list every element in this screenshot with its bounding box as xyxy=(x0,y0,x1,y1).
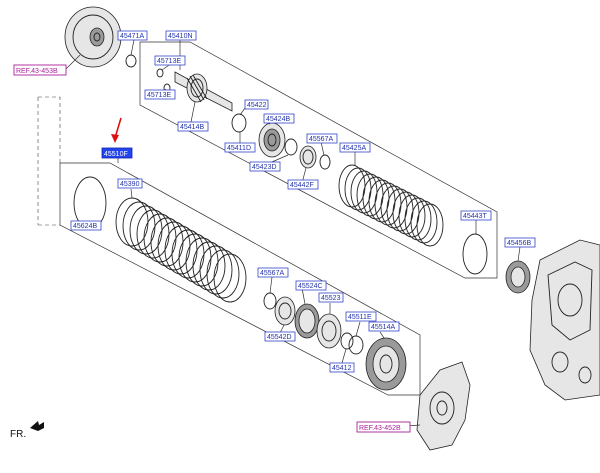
label-45443t[interactable]: 45443T xyxy=(460,210,492,221)
svg-text:45624B: 45624B xyxy=(73,223,97,230)
label-45412[interactable]: 45412 xyxy=(329,362,355,373)
svg-text:45713E: 45713E xyxy=(147,92,171,99)
clutch-pack-45425a xyxy=(338,164,444,247)
svg-text:45410N: 45410N xyxy=(168,33,193,40)
svg-text:45390: 45390 xyxy=(120,181,140,188)
label-45422[interactable]: 45422 xyxy=(244,99,269,110)
hub-45424b xyxy=(258,122,286,158)
svg-text:45424B: 45424B xyxy=(266,116,290,123)
svg-text:45414B: 45414B xyxy=(180,124,204,131)
label-45456b[interactable]: 45456B xyxy=(504,237,536,248)
label-45390[interactable]: 45390 xyxy=(117,178,143,189)
svg-text:45443T: 45443T xyxy=(463,213,487,220)
svg-text:45423D: 45423D xyxy=(252,164,277,171)
transmission-case xyxy=(529,239,600,401)
label-45510f[interactable]: 45510F xyxy=(101,147,133,159)
svg-text:45456B: 45456B xyxy=(507,240,531,247)
label-45424b[interactable]: 45424B xyxy=(263,113,295,124)
svg-text:45422: 45422 xyxy=(247,102,267,109)
svg-text:45510F: 45510F xyxy=(104,151,128,158)
clip-45713e-a xyxy=(156,68,164,78)
svg-text:45471A: 45471A xyxy=(120,33,144,40)
upper-group-outline xyxy=(139,41,498,279)
ref-label-bottom[interactable]: REF.43-452B xyxy=(356,421,411,433)
label-45425a[interactable]: 45425A xyxy=(339,142,371,153)
label-45567a-lower[interactable]: 45567A xyxy=(257,267,289,278)
svg-text:45713E: 45713E xyxy=(157,58,181,65)
ring-45411d xyxy=(231,113,247,133)
ring-45567a-lower xyxy=(263,292,277,310)
svg-text:45567A: 45567A xyxy=(309,136,333,143)
snap-ring-45443t xyxy=(462,233,488,275)
svg-text:45425A: 45425A xyxy=(342,145,366,152)
label-45524c[interactable]: 45524C xyxy=(295,280,327,291)
svg-text:REF.43-453B: REF.43-453B xyxy=(16,68,58,75)
svg-text:45542D: 45542D xyxy=(267,334,292,341)
hub-45523 xyxy=(316,313,342,349)
ring-45567a-upper xyxy=(319,154,331,170)
svg-text:45511E: 45511E xyxy=(348,314,372,321)
svg-text:REF.43-452B: REF.43-452B xyxy=(359,425,401,432)
svg-text:45442F: 45442F xyxy=(290,182,314,189)
ring-45412 xyxy=(340,332,354,350)
label-45514a[interactable]: 45514A xyxy=(368,321,400,332)
gear-45456b xyxy=(505,260,531,294)
gear-45514a xyxy=(365,337,407,391)
label-45523[interactable]: 45523 xyxy=(318,292,344,303)
hub-assembly-top xyxy=(64,6,122,68)
bearing-45442f xyxy=(299,145,317,169)
label-45423d[interactable]: 45423D xyxy=(249,161,281,172)
label-45624b[interactable]: 45624B xyxy=(70,220,102,231)
front-arrow-icon xyxy=(30,421,44,431)
ref-label-top[interactable]: REF.43-453B xyxy=(13,64,67,76)
housing-bottom xyxy=(416,361,471,451)
svg-text:45411D: 45411D xyxy=(227,145,251,152)
svg-text:45412: 45412 xyxy=(332,365,352,372)
ring-45423d xyxy=(284,138,298,156)
highlight-arrow xyxy=(111,117,122,143)
label-45567a-upper[interactable]: 45567A xyxy=(306,133,338,144)
hub-45542d xyxy=(274,296,296,326)
label-45411d[interactable]: 45411D xyxy=(224,142,256,153)
svg-text:45567A: 45567A xyxy=(260,270,284,277)
label-45713e-b[interactable]: 45713E xyxy=(144,89,176,100)
front-label: FR. xyxy=(10,429,26,440)
label-45442f[interactable]: 45442F xyxy=(287,179,319,190)
bearing-45524c xyxy=(294,303,320,339)
snap-ring-45471a xyxy=(125,54,137,68)
label-45410n[interactable]: 45410N xyxy=(165,30,197,41)
front-indicator: FR. xyxy=(10,421,44,440)
label-45542d[interactable]: 45542D xyxy=(264,331,296,342)
clutch-pack-45390 xyxy=(115,197,247,303)
svg-text:45514A: 45514A xyxy=(371,324,395,331)
label-45511e[interactable]: 45511E xyxy=(345,311,377,322)
dashed-leader xyxy=(38,96,61,163)
label-45414b[interactable]: 45414B xyxy=(177,121,209,132)
ring-45511e xyxy=(348,335,364,355)
shaft-45414b xyxy=(174,71,233,112)
svg-text:45524C: 45524C xyxy=(298,283,323,290)
label-45713e-a[interactable]: 45713E xyxy=(154,55,186,66)
svg-text:45523: 45523 xyxy=(321,295,341,302)
label-45471a[interactable]: 45471A xyxy=(117,30,148,41)
